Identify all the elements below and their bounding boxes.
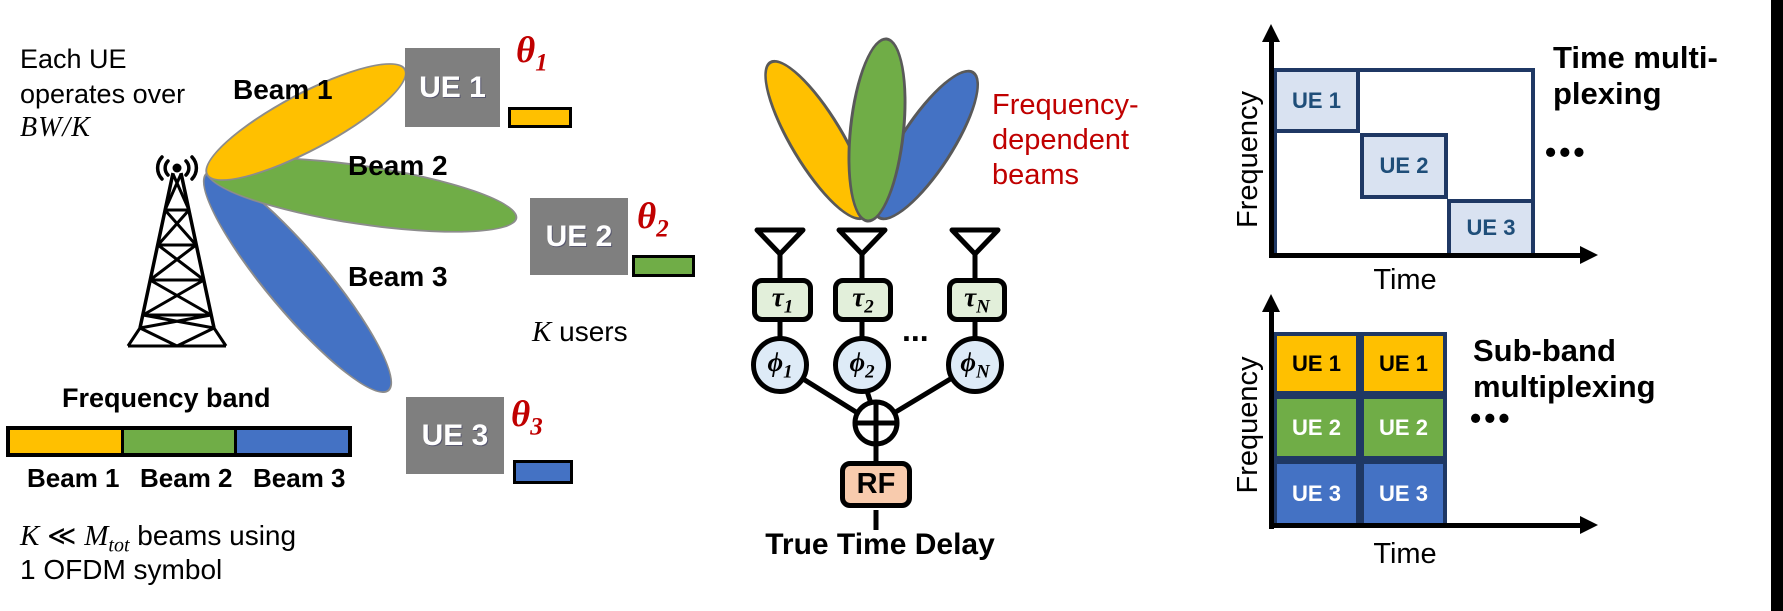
time-mux-x-axis: [1269, 253, 1581, 258]
frequency-dependent-beams-label: Frequency- dependent beams: [992, 89, 1139, 191]
beam-1-callout: Beam 1: [233, 74, 333, 105]
time-mux-y-arrowhead: [1262, 24, 1280, 42]
theta-3-label: θ3: [511, 394, 543, 441]
band-segment-beam2: [120, 430, 235, 453]
screen-edge-bar: [1771, 0, 1783, 611]
subband-cell-r2c1: UE 2: [1273, 395, 1360, 460]
ttd-ellipsis: ...: [902, 312, 929, 348]
band-segment-beam1: [10, 430, 121, 453]
time-mux-x-arrowhead: [1580, 246, 1598, 264]
band-segment-beam3: [234, 430, 349, 453]
band-label-beam3: Beam 3: [253, 463, 346, 493]
subband-title: Sub-band multiplexing: [1473, 333, 1656, 404]
ue1-box: UE 1: [405, 48, 500, 127]
subband-cell-r3c1: UE 3: [1273, 460, 1360, 527]
time-mux-cell-ue1: UE 1: [1273, 68, 1360, 133]
frequency-band-title: Frequency band: [62, 383, 271, 413]
time-mux-cell-ue2: UE 2: [1360, 133, 1448, 199]
k-users-label: K users: [532, 316, 628, 348]
antenna-icon-3: [949, 227, 1001, 257]
beam-2-callout: Beam 2: [348, 150, 448, 181]
subband-dots: •••: [1470, 400, 1513, 436]
theta-1-label: θ1: [516, 30, 548, 77]
ue3-box: UE 3: [406, 397, 504, 474]
caption-line-2: 1 OFDM symbol: [20, 554, 223, 585]
subband-cell-r1c1: UE 1: [1273, 332, 1360, 395]
time-mux-ylabel: Frequency: [1232, 91, 1264, 229]
base-station-tower-icon: [120, 150, 232, 350]
frequency-band-bar: [6, 426, 352, 457]
subband-y-axis: [1269, 310, 1274, 529]
band-label-beam1: Beam 1: [27, 463, 120, 493]
note-line-1: Each UE: [20, 44, 127, 74]
subband-x-axis: [1269, 523, 1581, 528]
tau-2-box: τ2: [833, 278, 893, 322]
ue3-subband-swatch: [513, 460, 573, 484]
subband-xlabel: Time: [1373, 538, 1437, 570]
subband-x-arrowhead: [1580, 516, 1598, 534]
phi-2-circle: ϕ2: [833, 336, 891, 394]
antenna-icon-1: [754, 227, 806, 257]
time-mux-cell-ue3: UE 3: [1447, 199, 1535, 257]
ue1-subband-swatch: [508, 107, 572, 128]
ue2-subband-swatch: [632, 255, 695, 277]
ue2-box: UE 2: [530, 198, 628, 275]
note-math-bw-over-k: BW/K: [20, 112, 91, 143]
phi-n-circle: ϕN: [946, 336, 1004, 394]
note-line-2: operates over: [20, 79, 186, 109]
time-mux-title: Time multi- plexing: [1553, 40, 1718, 111]
time-mux-y-axis: [1269, 40, 1274, 258]
theta-2-label: θ2: [637, 196, 669, 243]
time-mux-xlabel: Time: [1373, 264, 1437, 296]
subband-y-arrowhead: [1262, 294, 1280, 312]
beam-3-callout: Beam 3: [348, 261, 448, 292]
subband-cell-r1c2: UE 1: [1360, 332, 1447, 395]
tau-n-box: τN: [947, 278, 1007, 322]
band-label-beam2: Beam 2: [140, 463, 233, 493]
caption-line-1: K ≪ Mtot beams using: [20, 520, 297, 557]
tau-1-box: τ1: [752, 278, 813, 322]
true-time-delay-caption: True Time Delay: [765, 528, 995, 561]
subband-ylabel: Frequency: [1232, 356, 1264, 494]
rf-box: RF: [840, 461, 912, 508]
time-mux-dots: •••: [1545, 134, 1588, 170]
subband-cell-r3c2: UE 3: [1360, 460, 1447, 527]
phi-1-circle: ϕ1: [751, 336, 809, 394]
subband-cell-r2c2: UE 2: [1360, 395, 1447, 460]
antenna-icon-2: [836, 227, 888, 257]
